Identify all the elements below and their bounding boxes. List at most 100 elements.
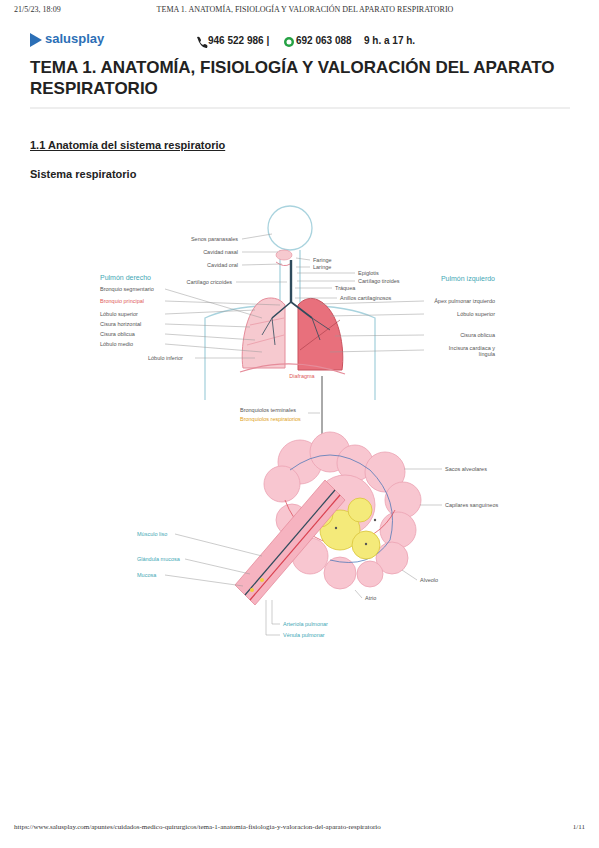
- opening-hours: 9 h. a 17 h.: [364, 35, 415, 47]
- part-label: Cisura oblicua: [460, 332, 495, 338]
- leader-line: [242, 264, 282, 265]
- leader-line: [165, 324, 250, 327]
- right-lung: [247, 318, 284, 345]
- trachea: [272, 302, 312, 318]
- part-label: Anillos cartilaginosos: [340, 295, 391, 301]
- leader-line: [402, 570, 417, 580]
- bronchiole: [245, 490, 335, 595]
- part-label: Bronquio principal: [100, 298, 144, 304]
- logo-text: salusplay: [45, 32, 104, 47]
- part-label: Incisura cardíaca y língula: [443, 345, 495, 358]
- leader-line: [320, 301, 424, 304]
- phone-number: 692 063 088: [296, 35, 352, 47]
- leader-line: [165, 234, 442, 635]
- leader-line: [175, 534, 262, 556]
- header-date: 21/5/23, 18:09: [14, 5, 61, 14]
- subsection-heading: Sistema respiratorio: [30, 168, 136, 181]
- part-label: Cisura oblicua: [100, 331, 135, 337]
- trachea: [262, 318, 330, 345]
- page-number: 1/11: [573, 823, 585, 831]
- phone-icon: [197, 37, 208, 48]
- alveolar-sacs: [380, 512, 416, 548]
- footer-url: https://www.salusplay.com/apuntes/cuidad…: [14, 823, 381, 831]
- alveolus-dots: [365, 543, 367, 545]
- leader-line: [266, 600, 280, 635]
- part-label: Bronquiolos terminales: [240, 407, 296, 413]
- part-label: Bronquiolos respiratorios: [240, 416, 301, 422]
- part-label: Cisura horizontal: [100, 321, 141, 327]
- alveolar-sacs: [264, 466, 300, 502]
- phone-number: 946 522 986 |: [208, 35, 269, 47]
- airway: [276, 250, 292, 260]
- header-title: TEMA 1. ANATOMÍA, FISIOLOGÍA Y VALORACIÓ…: [157, 5, 454, 14]
- leader-line: [295, 298, 337, 299]
- leader-line: [330, 314, 424, 316]
- whatsapp-icon: [284, 37, 294, 47]
- part-label: Sacos alveolares: [445, 466, 487, 472]
- part-label: Diafragma: [289, 373, 314, 379]
- left-lung: [298, 298, 343, 370]
- whatsapp-icon: [287, 40, 292, 45]
- part-label: Cavidad oral: [207, 262, 238, 268]
- leader-line: [242, 252, 278, 253]
- part-label: Músculo liso: [137, 531, 167, 537]
- logo-icon: [30, 33, 42, 47]
- leader-line: [272, 600, 280, 624]
- leader-line: [295, 288, 332, 289]
- leader-line: [165, 310, 255, 314]
- trachea: [290, 260, 292, 302]
- alveolar-sacs: [357, 561, 383, 587]
- part-label: Bronquio segmentario: [100, 286, 154, 292]
- part-label: Faringe: [313, 257, 332, 263]
- body-outline: [268, 206, 312, 250]
- whatsapp-icon: [284, 37, 294, 47]
- leader-line: [335, 335, 424, 336]
- part-label: Senos paranasales: [191, 236, 238, 242]
- leader-line: [165, 344, 262, 352]
- logo-icon: [30, 33, 42, 47]
- leader-line: [296, 267, 310, 268]
- bronchiole: [260, 578, 264, 582]
- part-label: Cartílago cricoides: [186, 279, 232, 285]
- leader-line: [355, 590, 362, 598]
- part-label: Atrio: [365, 595, 376, 601]
- left-lung: [298, 298, 343, 370]
- airway: [276, 262, 290, 266]
- part-label: Cartílago tiroides: [358, 278, 400, 284]
- alveoli: [348, 498, 372, 522]
- leader-line: [195, 358, 255, 359]
- lung-heading: Pulmón izquierdo: [441, 275, 495, 283]
- section-heading: 1.1 Anatomía del sistema respiratorio: [30, 139, 225, 152]
- phone-icon: [197, 37, 208, 48]
- page-title: TEMA 1. ANATOMÍA, FISIOLOGÍA Y VALORACIÓ…: [30, 58, 575, 99]
- leader-line: [165, 301, 280, 305]
- alveolus-dots: [335, 527, 337, 529]
- part-label: Arteriola pulmonar: [283, 621, 328, 627]
- part-label: Tráquea: [335, 285, 355, 291]
- bronchiole: [250, 588, 254, 592]
- leader-line: [297, 273, 355, 274]
- leader-line: [185, 559, 250, 574]
- part-label: Lóbulo superior: [100, 311, 138, 317]
- part-label: Cavidad nasal: [203, 249, 238, 255]
- leader-line: [296, 258, 310, 260]
- lung-heading: Pulmón derecho: [100, 274, 151, 282]
- part-label: Alveolo: [420, 577, 438, 583]
- part-label: Glándula mucosa: [137, 556, 180, 562]
- part-label: Lóbulo medio: [100, 341, 133, 347]
- leader-line: [420, 505, 442, 506]
- diaphragm: [240, 364, 345, 374]
- leader-line: [308, 413, 320, 414]
- airway: [276, 250, 292, 266]
- leader-line: [404, 469, 442, 470]
- leader-line: [297, 281, 355, 282]
- bronchiole: [235, 480, 345, 605]
- leader-line: [242, 234, 272, 239]
- bronchiole: [250, 495, 340, 600]
- part-label: Laringe: [313, 264, 331, 270]
- alveolus-dots: [374, 519, 376, 521]
- part-label: Lóbulo superior: [457, 311, 495, 317]
- part-label: Capilares sanguíneos: [445, 502, 498, 508]
